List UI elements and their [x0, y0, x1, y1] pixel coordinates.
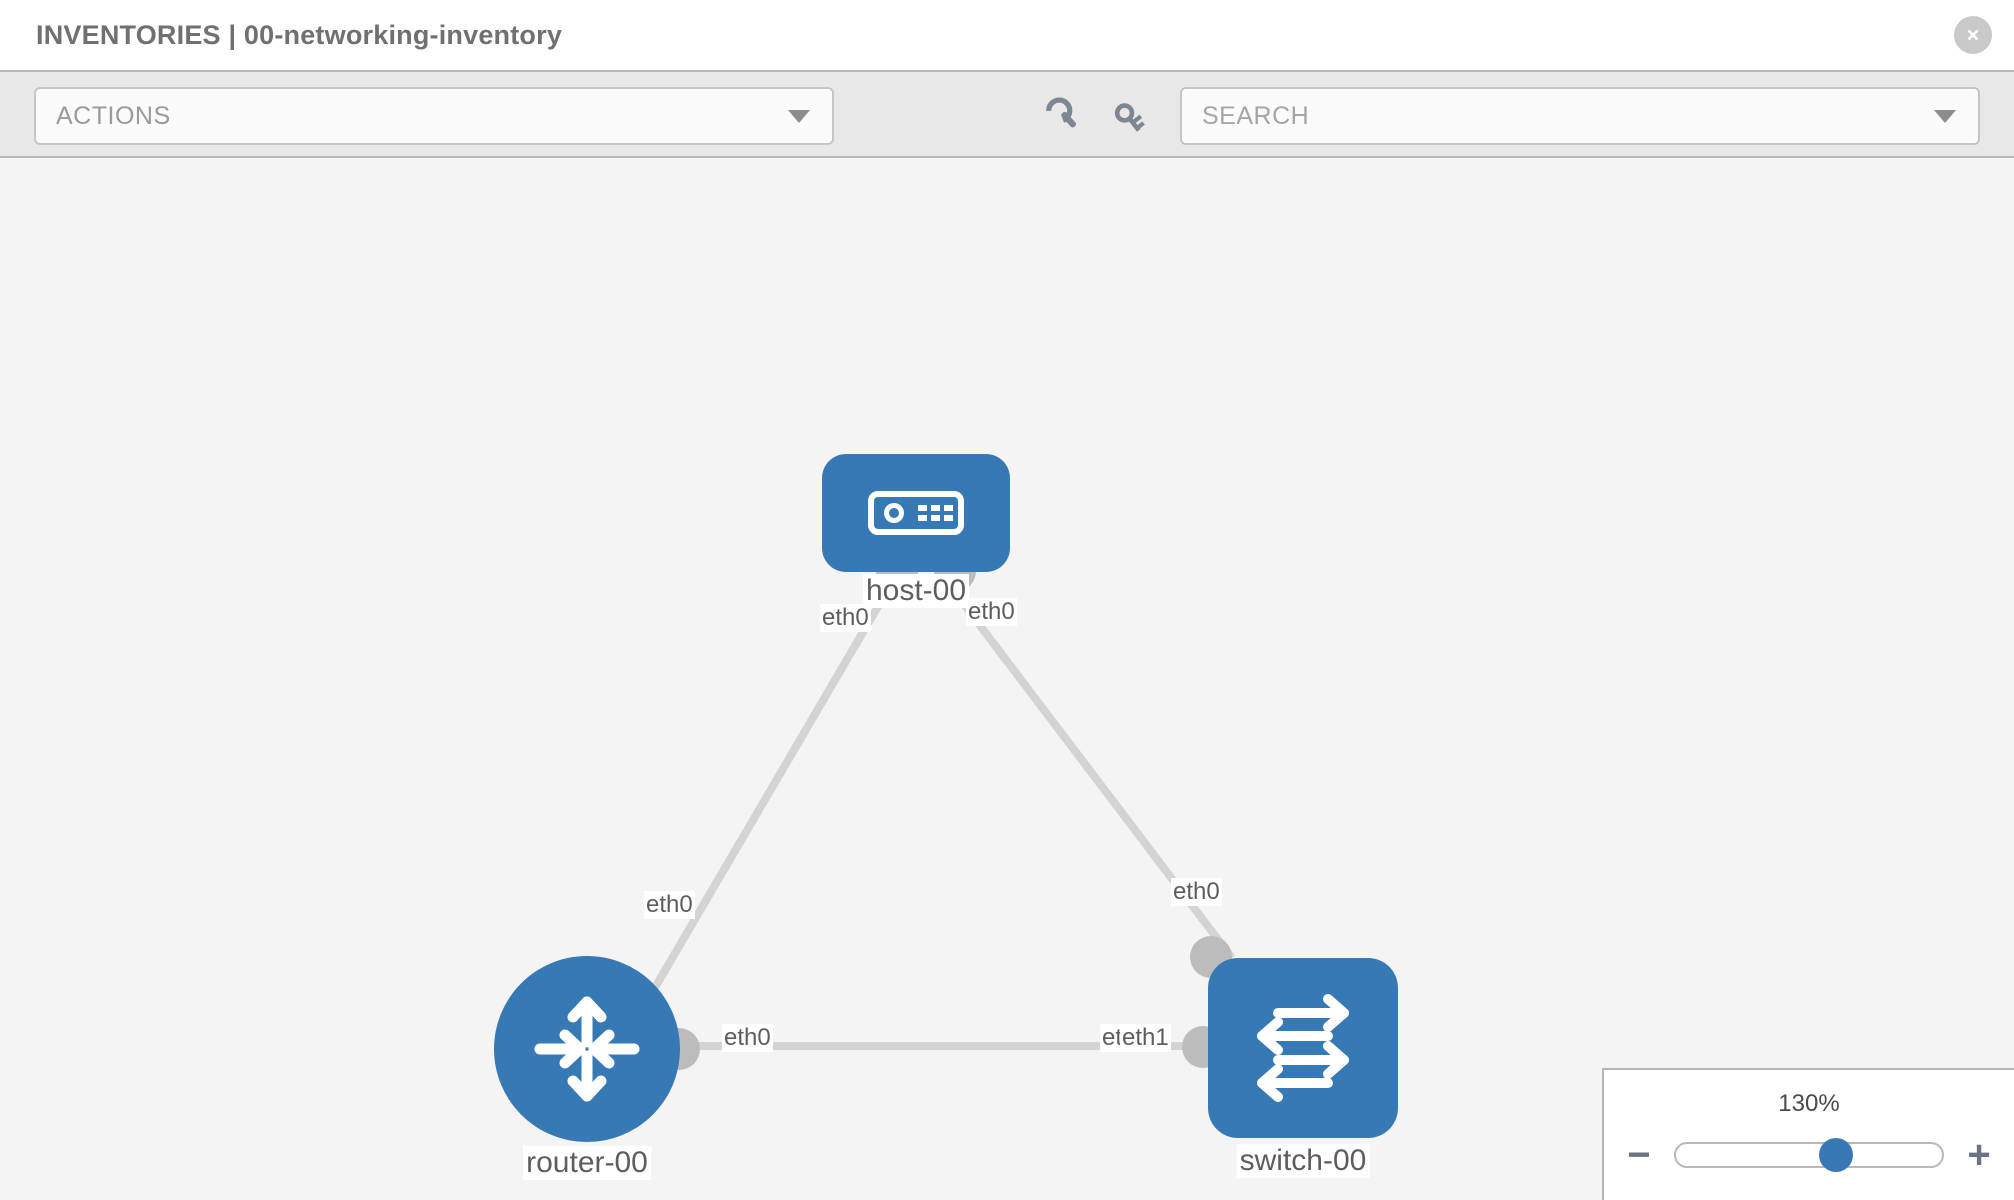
wrench-icon[interactable]: [1040, 91, 1086, 137]
chevron-down-icon: [1934, 109, 1956, 123]
router-arrows-icon: [534, 996, 640, 1102]
interface-label-router-upper: eth0: [644, 891, 695, 919]
interface-label-host-left: eth0: [820, 604, 871, 632]
interface-label-switch-upper: eth0: [1171, 878, 1222, 906]
zoom-slider-thumb[interactable]: [1818, 1138, 1853, 1172]
search-input[interactable]: SEARCH: [1180, 87, 1980, 145]
interface-label-router-right: eth0: [722, 1024, 773, 1052]
node-switch-00[interactable]: switch-00: [1182, 936, 1398, 1178]
close-x-glyph: [1967, 29, 1979, 41]
node-switch-00-label: switch-00: [1236, 1144, 1370, 1178]
zoom-in-button[interactable]: +: [1967, 1133, 1991, 1177]
node-router-00-shape[interactable]: [494, 956, 680, 1142]
key-glyph: [1114, 103, 1145, 132]
node-router-00[interactable]: router-00: [494, 956, 700, 1180]
page-header: INVENTORIES | 00-networking-inventory: [0, 0, 2014, 70]
zoom-control-panel: 130% − +: [1602, 1068, 2014, 1200]
topology-canvas[interactable]: host-00: [0, 158, 2014, 1200]
actions-dropdown[interactable]: ACTIONS: [34, 87, 834, 145]
search-placeholder: SEARCH: [1202, 101, 1310, 130]
switch-arrows-icon: [1257, 994, 1349, 1102]
toolbar: ACTIONS SEARC: [0, 70, 2014, 158]
page-title: INVENTORIES | 00-networking-inventory: [36, 19, 563, 50]
node-router-00-label: router-00: [523, 1146, 651, 1180]
zoom-slider-track[interactable]: [1674, 1138, 1944, 1172]
server-icon: [868, 491, 964, 535]
key-icon[interactable]: [1110, 91, 1156, 137]
link-host-router[interactable]: [632, 583, 894, 1023]
interface-label-switch-left-front: eth1: [1120, 1024, 1171, 1052]
topology-links: [632, 583, 1236, 1050]
node-host-00-shape[interactable]: [822, 454, 1010, 572]
actions-dropdown-label: ACTIONS: [56, 101, 171, 130]
node-host-00[interactable]: host-00: [822, 454, 1010, 608]
interface-label-host-right: eth0: [966, 598, 1017, 626]
close-icon[interactable]: [1954, 16, 1992, 54]
node-switch-00-shape[interactable]: [1208, 958, 1398, 1138]
wrench-glyph: [1046, 97, 1077, 128]
node-host-00-label: host-00: [862, 574, 970, 608]
zoom-out-button[interactable]: −: [1627, 1133, 1651, 1177]
zoom-level-value: 130%: [1778, 1090, 1840, 1117]
zoom-controls-row: − +: [1604, 1132, 2014, 1178]
chevron-down-icon: [788, 109, 810, 123]
